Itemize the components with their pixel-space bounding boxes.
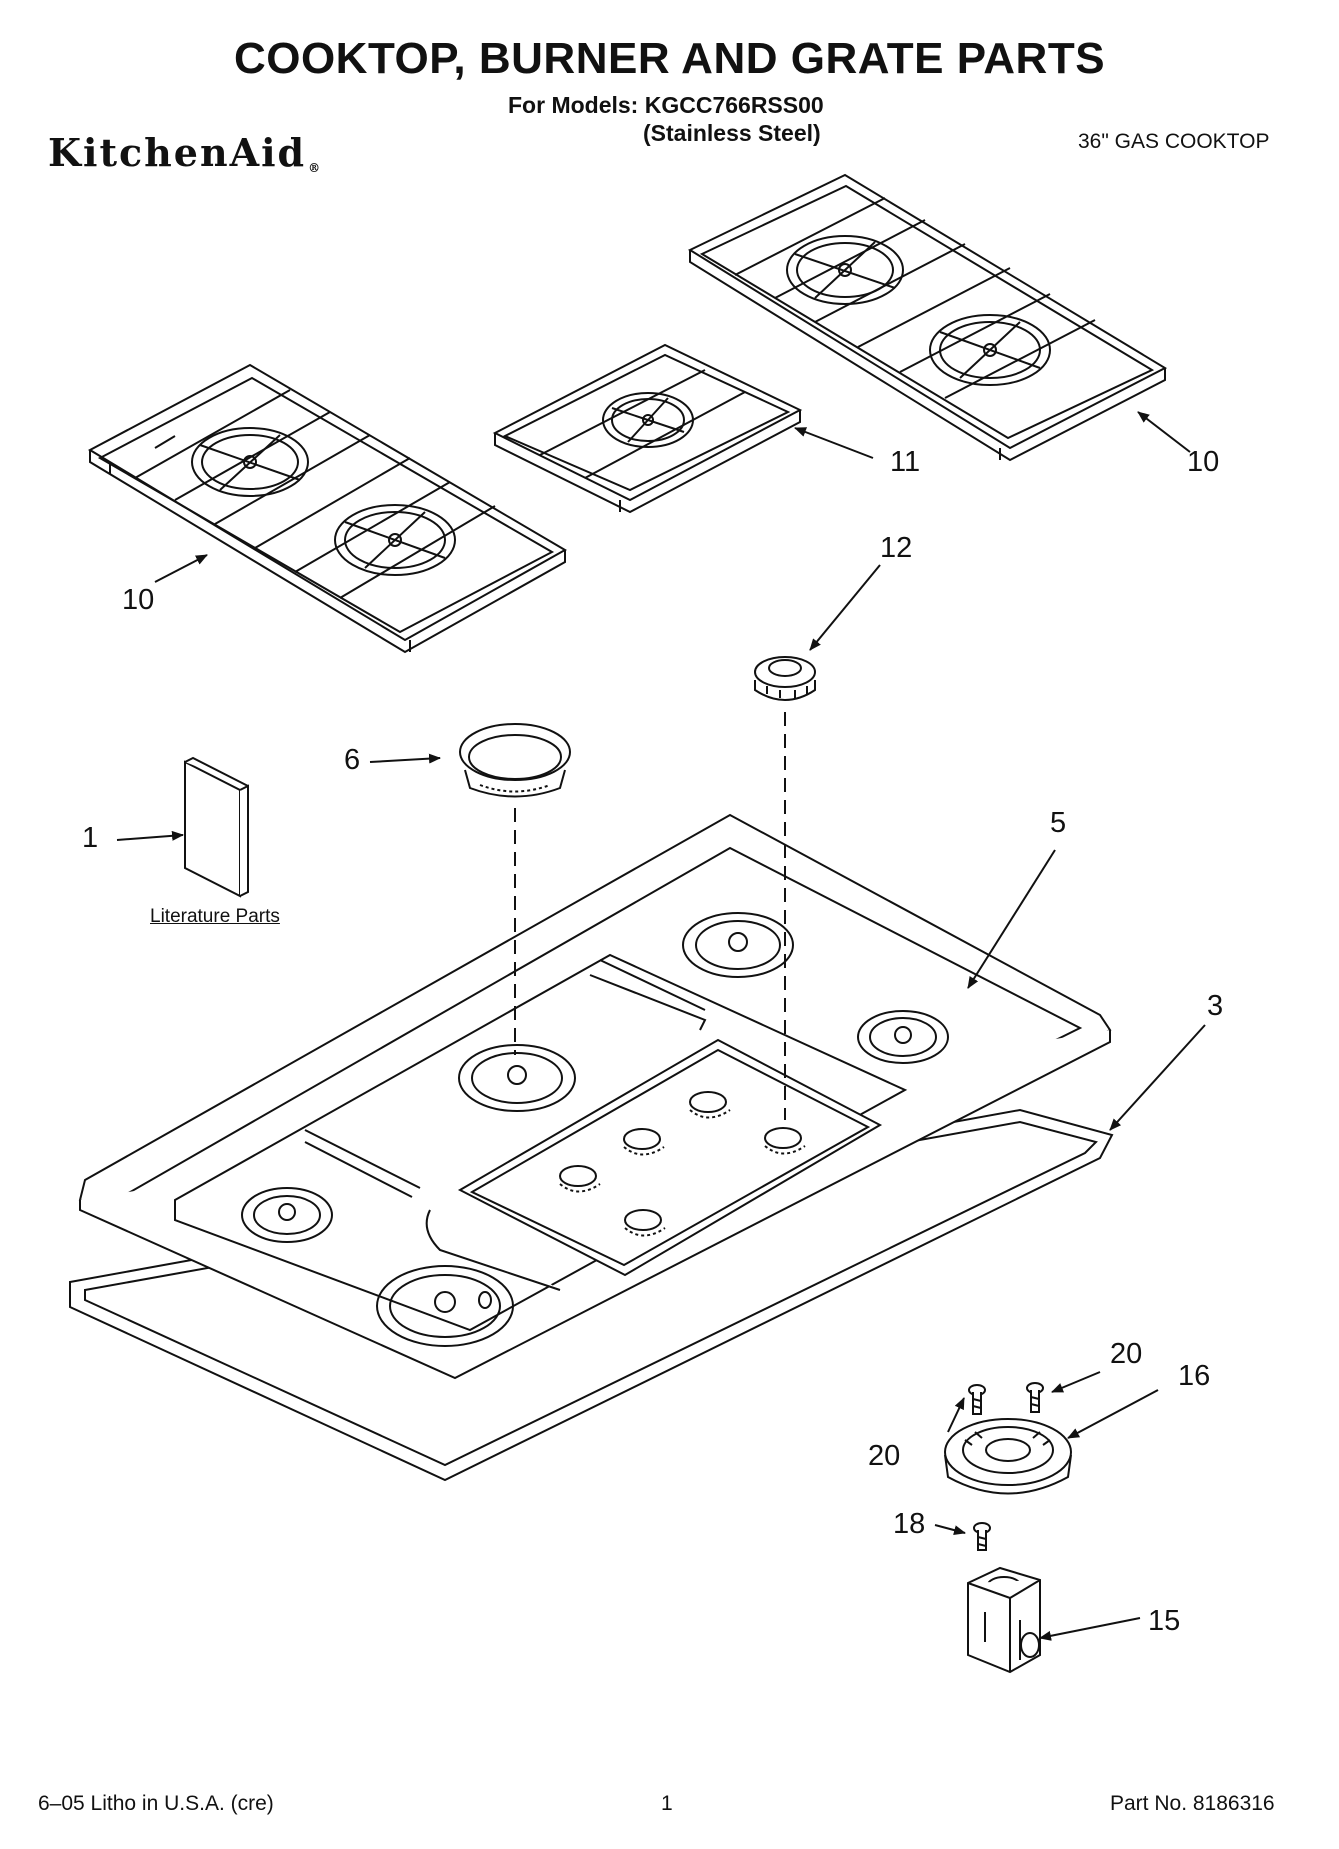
screw-lower — [969, 1385, 985, 1414]
burner-base — [945, 1419, 1071, 1494]
burner-openings — [242, 913, 948, 1346]
page-title: COOKTOP, BURNER AND GRATE PARTS — [233, 34, 1106, 83]
finish-line: (Stainless Steel) — [643, 120, 821, 146]
callout-arrows — [117, 412, 1205, 1641]
control-knob — [755, 657, 815, 700]
callout-1: 1 — [82, 822, 99, 854]
cooktop-gasket — [70, 1110, 1112, 1480]
grate-right — [690, 175, 1165, 460]
callout-3: 3 — [1207, 990, 1224, 1022]
callout-10-left: 10 — [122, 584, 155, 616]
brand-logo: KitchenAid® — [48, 130, 320, 175]
grate-left — [90, 365, 565, 652]
orifice-holder — [968, 1568, 1040, 1672]
footer-part-number: Part No. 8186316 — [1110, 1792, 1275, 1815]
callout-6: 6 — [344, 744, 361, 776]
burner-cap — [460, 724, 570, 797]
screw-upper — [1027, 1383, 1043, 1412]
callout-20-lower: 20 — [868, 1440, 901, 1472]
callout-16: 16 — [1178, 1360, 1211, 1392]
alignment-lines — [515, 712, 785, 1120]
literature-parts-label: Literature Parts — [150, 906, 280, 927]
screw-18 — [974, 1523, 990, 1550]
callout-5: 5 — [1050, 807, 1067, 839]
footer-page-number: 1 — [661, 1792, 673, 1815]
callout-10-right: 10 — [1187, 446, 1220, 478]
cooktop-main — [80, 815, 1110, 1378]
footer-litho: 6–05 Litho in U.S.A. (cre) — [38, 1792, 274, 1815]
product-label: 36" GAS COOKTOP — [1078, 130, 1270, 153]
callout-18: 18 — [893, 1508, 926, 1540]
models-line: For Models: KGCC766RSS00 — [508, 92, 824, 118]
callout-11: 11 — [890, 446, 921, 478]
callout-20-upper: 20 — [1110, 1338, 1143, 1370]
grate-center — [495, 345, 800, 512]
brand-registered-mark: ® — [308, 161, 321, 175]
brand-name: KitchenAid — [48, 130, 307, 175]
callout-12: 12 — [880, 532, 913, 564]
callout-15: 15 — [1148, 1605, 1181, 1637]
literature-booklet — [185, 758, 248, 896]
knob-posts — [560, 1092, 805, 1236]
